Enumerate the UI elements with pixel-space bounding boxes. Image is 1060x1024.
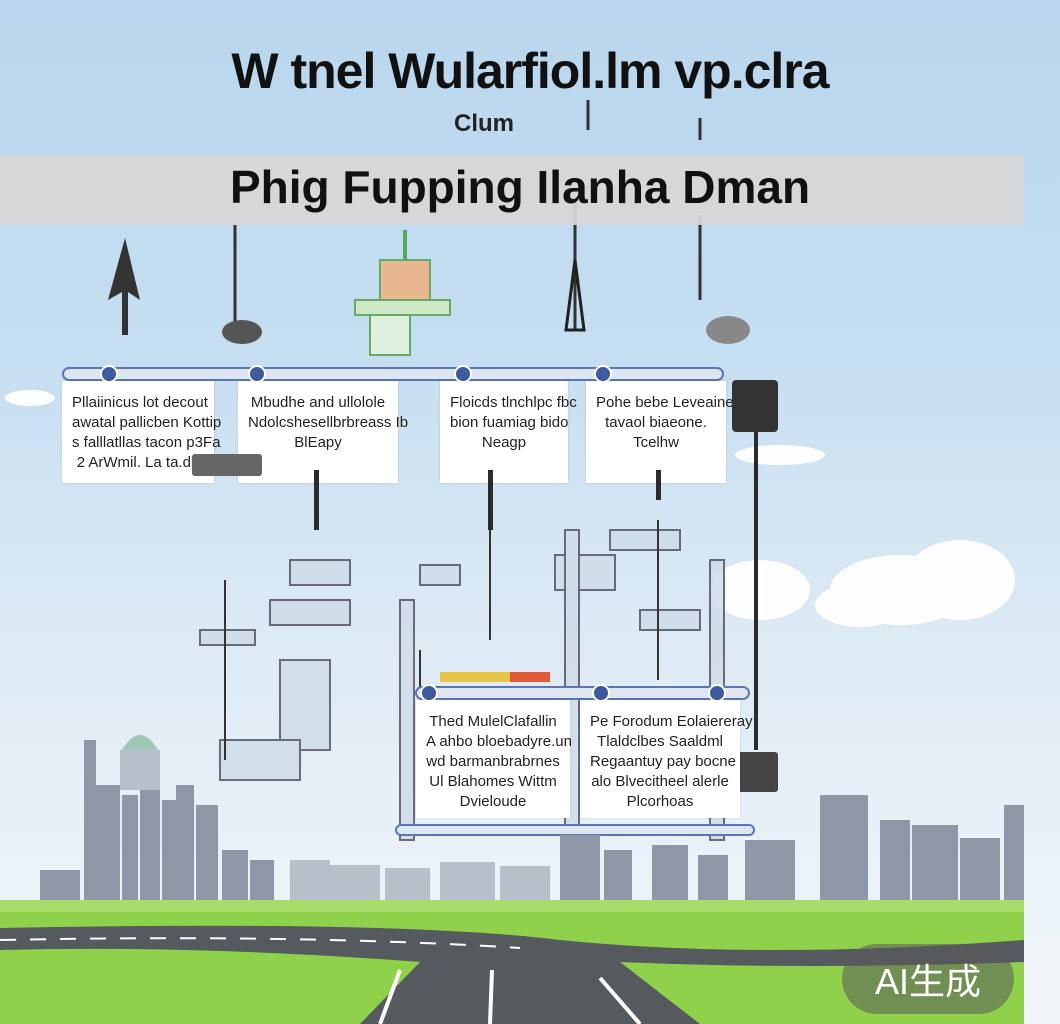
info-card: Pe Forodum Eolaiereray Tlaldclbes Saaldm… (580, 700, 753, 818)
card-line: Dvieloude (459, 793, 527, 810)
info-card: Floicds tlnchlpc fbc bion fuamiag bido N… (440, 381, 577, 483)
card-line: Pllaiinicus lot decout (72, 394, 208, 411)
info-card: Mbudhe and ullolole Ndolcshesellbrbreass… (238, 381, 409, 483)
card-line: Tlaldclbes Saaldml (597, 733, 723, 750)
page-subtitle: Clum (454, 110, 514, 137)
banner-heading: Phig Fupping Ilanha Dman (229, 161, 811, 213)
card-line: Plcorhoas (626, 793, 694, 810)
card-line: Ul Blahomes Wittm (429, 773, 557, 790)
top-connector-bar (62, 367, 724, 381)
ai-generated-badge: AI生成 (842, 944, 1014, 1014)
title-banner (0, 155, 1024, 225)
device-box (738, 752, 778, 792)
connector-cable (488, 470, 493, 530)
card-line: s falllatllas tacon p3Fa (72, 434, 221, 451)
card-line: Floicds tlnchlpc fbc (450, 394, 577, 411)
card-line: Pe Forodum Eolaiereray (590, 713, 753, 730)
page-title: W tnel Wularfiol.lm vp.clra (231, 43, 829, 99)
card-line: alo Blvecitheel alerle (591, 773, 729, 790)
connector-cable (314, 470, 319, 530)
info-card: Pohe bebe Leveaine tavaol biaeone. Tcelh… (586, 381, 734, 483)
card-line: Ndolcshesellbrbreass Ib (248, 414, 409, 431)
card-line: Tcelhw (633, 434, 679, 451)
card-line: BlEapy (294, 434, 342, 451)
info-card: Pllaiinicus lot decout awatal pallicben … (62, 381, 222, 483)
info-card: Thed MulelClafallin A ahbo bloebadyre.un… (416, 700, 572, 818)
connector-cable (754, 420, 758, 750)
city-skyline (40, 735, 1024, 910)
card-line: wd barmanbrabrnes (426, 753, 560, 770)
card-line: tavaol biaeone. (605, 414, 707, 431)
card-line: A ahbo bloebadyre.un (426, 733, 572, 750)
device-box (192, 454, 262, 476)
card-line: Mbudhe and ullolole (250, 394, 386, 411)
card-line: Neagp (481, 434, 527, 451)
card-line: 2 ArWmil. La ta.dlr (76, 454, 200, 471)
card-line: bion fuamiag bido (450, 414, 569, 431)
bottom-connector-bar (415, 686, 750, 700)
connector-cable (656, 470, 661, 500)
card-line: Thed MulelClafallin (429, 713, 557, 730)
card-line: Regaantuy pay bocne (590, 753, 736, 770)
card-line: awatal pallicben Kottip (72, 414, 222, 431)
device-box (732, 380, 778, 432)
card-line: Pohe bebe Leveaine (596, 394, 734, 411)
